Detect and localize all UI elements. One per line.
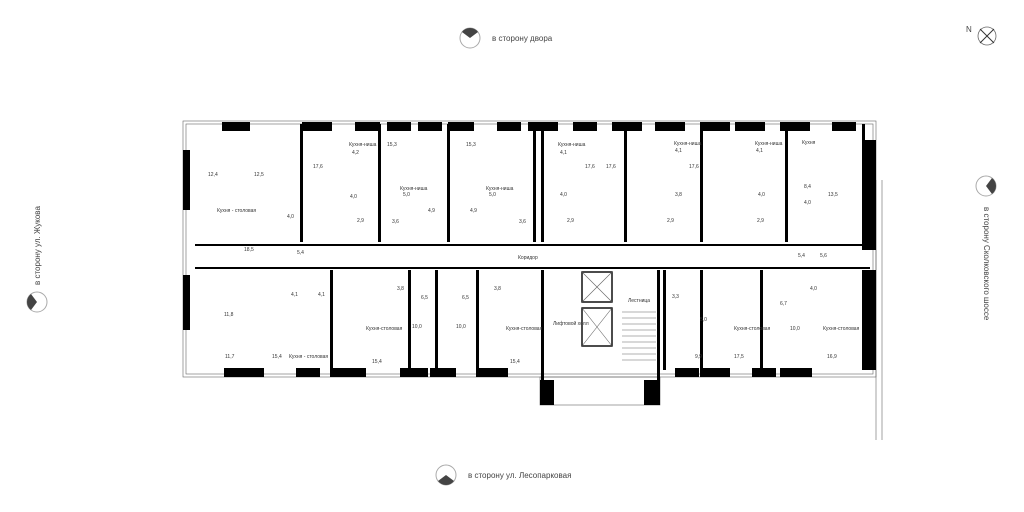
room-label: 2,9	[567, 218, 574, 224]
compass: N	[966, 25, 997, 46]
room-label: 13,5	[828, 192, 838, 198]
corridor-label: Коридор	[518, 255, 538, 261]
room-label: 12,5	[254, 172, 264, 178]
room-label: 3,8	[397, 286, 404, 292]
sector-icon	[975, 175, 997, 197]
room-label: 17,6	[585, 164, 595, 170]
room-label: 10,0	[790, 326, 800, 332]
room-label: 17,5	[734, 354, 744, 360]
room-label: 4,0	[287, 214, 294, 220]
room-label: 6,7	[780, 301, 787, 307]
room-label: 15,4	[372, 359, 382, 365]
room-label: 4,9	[470, 208, 477, 214]
room-label: 4,1	[318, 292, 325, 298]
room-label: 11,7	[225, 354, 235, 360]
room-label: 5,0	[403, 192, 410, 198]
room-label: 2,9	[667, 218, 674, 224]
svg-text:в сторону Сколковского шоссе: в сторону Сколковского шоссе	[982, 207, 991, 321]
room-label: 12,4	[208, 172, 218, 178]
room-label: 2,9	[757, 218, 764, 224]
room-label: 3,6	[519, 219, 526, 225]
direction-bottom: в сторону ул. Лесопарковая	[435, 464, 571, 486]
room-label: 15,4	[510, 359, 520, 365]
room-label: 4,0	[758, 192, 765, 198]
room-label: 10,0	[456, 324, 466, 330]
room-label: 4,1	[560, 150, 567, 156]
room-label: 3,6	[392, 219, 399, 225]
room-label: 4,1	[291, 292, 298, 298]
direction-right: в сторону Сколковского шоссе	[975, 175, 997, 321]
room-label: 4,1	[756, 148, 763, 154]
room-label: 8,4	[804, 184, 811, 190]
room-label: Кухня-ниша	[349, 142, 377, 148]
room-label: Кухня-ниша	[486, 186, 514, 192]
lift-hall-label: Лифтовой холл	[553, 320, 589, 327]
room-label: 15,4	[272, 354, 282, 360]
room-label: Кухня-ниша	[400, 186, 428, 192]
room-label: 4,1	[675, 148, 682, 154]
building-outline	[182, 120, 883, 440]
room-label: 3,3	[672, 294, 679, 300]
room-label: 5,0	[700, 317, 707, 323]
room-label: 6,5	[462, 295, 469, 301]
room-label: 4,9	[428, 208, 435, 214]
svg-text:в сторону двора: в сторону двора	[492, 34, 553, 43]
room-label: 5,4	[297, 250, 304, 256]
walls	[183, 122, 876, 405]
room-label: 4,0	[810, 286, 817, 292]
svg-text:в сторону ул. Лесопарковая: в сторону ул. Лесопарковая	[468, 471, 571, 480]
room-label: 18,5	[244, 247, 254, 253]
room-label: 17,6	[606, 164, 616, 170]
room-label: 3,8	[675, 192, 682, 198]
room-label: 15,3	[466, 142, 476, 148]
room-label: 4,0	[804, 200, 811, 206]
stair-label: Лестница	[628, 298, 650, 304]
room-label: 3,8	[494, 286, 501, 292]
room-label: 4,0	[350, 194, 357, 200]
svg-text:в сторону ул. Жукова: в сторону ул. Жукова	[33, 206, 42, 285]
room-label: 11,8	[224, 312, 234, 318]
room-label: 2,9	[357, 218, 364, 224]
room-label: 17,6	[689, 164, 699, 170]
sector-icon	[459, 27, 481, 49]
room-label: Кухня-столовая	[823, 326, 860, 332]
room-label: Кухня-столовая	[506, 326, 543, 332]
room-label: 16,9	[827, 354, 837, 360]
room-label: 5,6	[820, 253, 827, 259]
direction-top: в сторону двора	[459, 27, 553, 49]
room-label: 17,6	[313, 164, 323, 170]
room-label: 4,0	[560, 192, 567, 198]
corridor: Коридор	[195, 244, 870, 269]
room-label: 5,4	[798, 253, 805, 259]
room-label: Кухня-столовая	[734, 326, 771, 332]
room-label: Кухня-столовая	[366, 326, 403, 332]
room-label: Кухня	[802, 140, 816, 146]
room-label: 6,5	[421, 295, 428, 301]
room-label: 4,2	[352, 150, 359, 156]
room-label: Кухня-ниша	[755, 141, 783, 147]
room-label: 15,3	[387, 142, 397, 148]
room-label: Кухня - столовая	[217, 208, 256, 214]
core: Лифтовой холл Лестница	[553, 271, 656, 361]
direction-left: в сторону ул. Жукова	[26, 206, 48, 313]
room-label: Кухня-ниша	[674, 141, 702, 147]
room-label: 5,0	[489, 192, 496, 198]
compass-icon	[977, 26, 997, 46]
room-label: 10,0	[412, 324, 422, 330]
room-label: Кухня - столовая	[289, 354, 328, 360]
room-label: Кухня-ниша	[558, 142, 586, 148]
room-label: 9,9	[695, 354, 702, 360]
north-label: N	[966, 25, 972, 34]
